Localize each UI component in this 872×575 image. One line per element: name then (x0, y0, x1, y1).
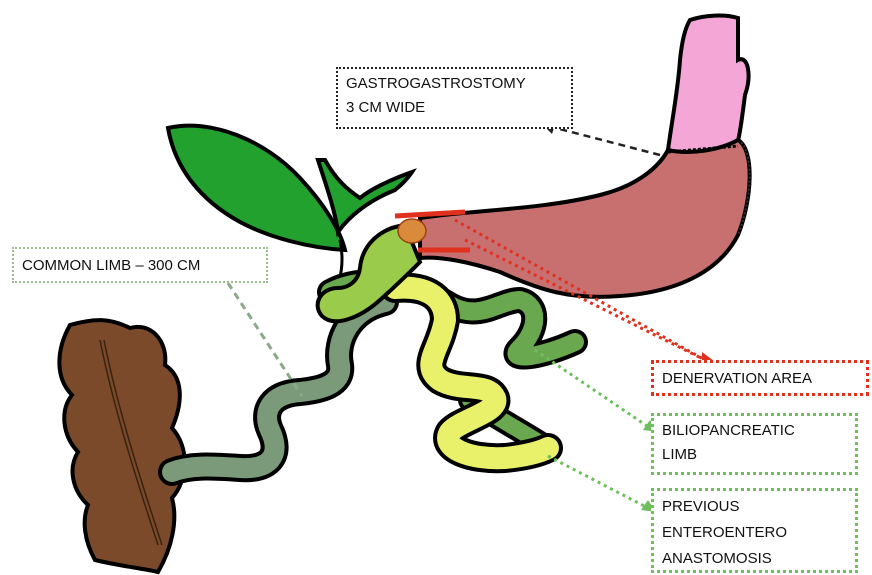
biliopancreatic-line-1: BILIOPANCREATIC (662, 419, 847, 443)
common-limb (172, 302, 385, 472)
previous-anastomosis-label: PREVIOUS ENTEROENTERO ANASTOMOSIS (651, 488, 858, 573)
previous-anastomosis-line-3: ANASTOMOSIS (662, 546, 847, 572)
common-limb-text: COMMON LIMB – 300 CM (22, 252, 258, 280)
biliopancreatic-limb-label: BILIOPANCREATIC LIMB (651, 413, 858, 475)
gastrogastrostomy-line-2: 3 CM WIDE (346, 96, 563, 120)
gastric-pouch (668, 16, 749, 152)
stomach (420, 140, 750, 297)
denervation-area-label: DENERVATION AREA (651, 360, 869, 396)
gastrogastrostomy-label: GASTROGASTROSTOMY 3 CM WIDE (336, 67, 573, 129)
gastrogastrostomy-line-1: GASTROGASTROSTOMY (346, 72, 563, 96)
denervation-area-text: DENERVATION AREA (662, 366, 858, 392)
common-limb-label: COMMON LIMB – 300 CM (12, 247, 268, 283)
liver-leaf (168, 126, 345, 250)
previous-anastomosis-line-2: ENTEROENTERO (662, 520, 847, 546)
colon (59, 320, 184, 572)
biliopancreatic-line-2: LIMB (662, 443, 847, 467)
previous-anastomosis-line-1: PREVIOUS (662, 494, 847, 520)
